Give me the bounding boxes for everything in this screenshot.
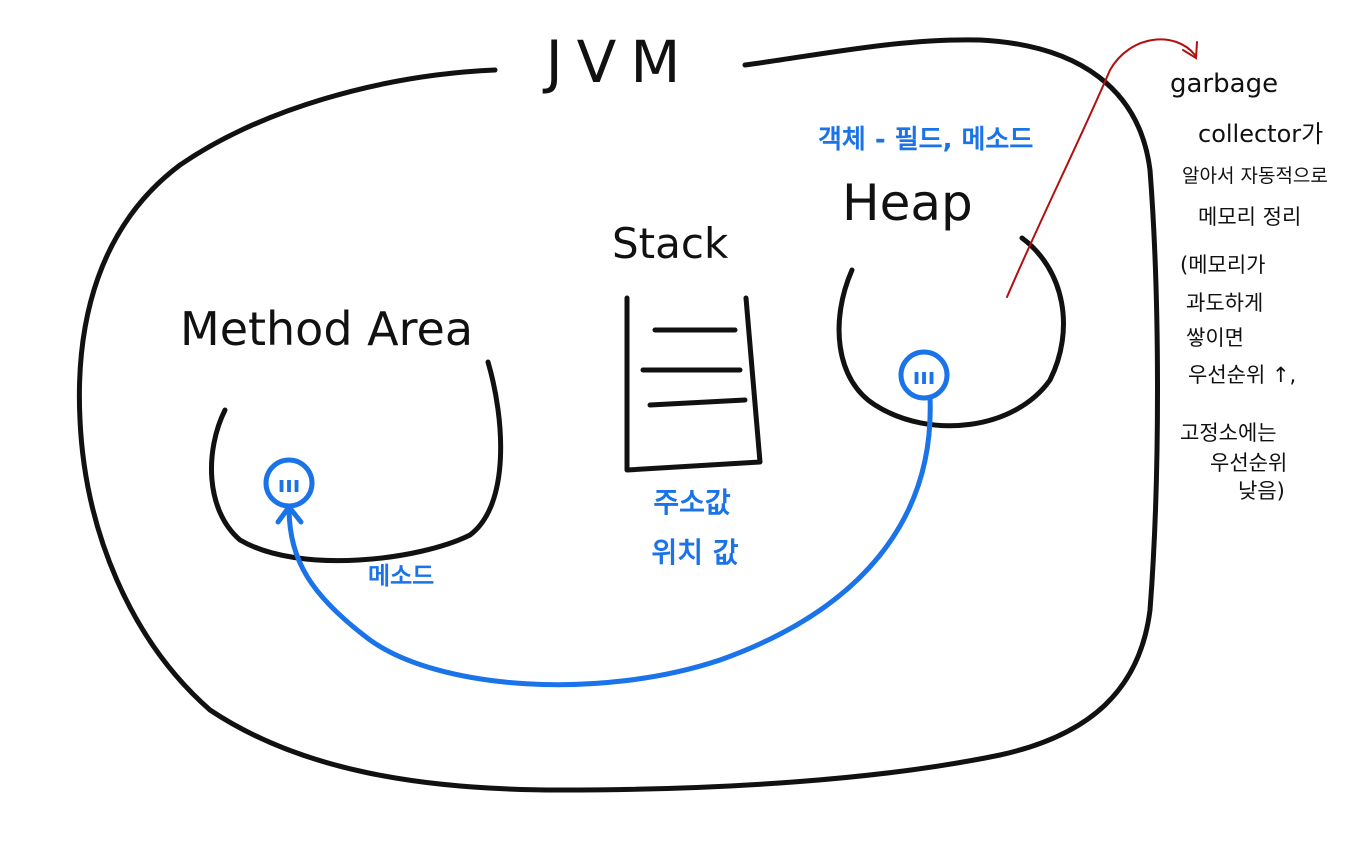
gc-note-line-10: 우선순위 bbox=[1210, 451, 1287, 475]
gc-note-line-2: collector가 bbox=[1198, 120, 1323, 148]
method-area-note: 메소드 bbox=[368, 562, 434, 590]
method-area-container bbox=[209, 359, 504, 564]
method-area-label: Method Area bbox=[180, 302, 473, 356]
stack-container bbox=[624, 295, 763, 473]
gc-note-line-6: 과도하게 bbox=[1186, 291, 1263, 315]
gc-arrow bbox=[1006, 38, 1196, 298]
stack-note-line1: 주소값 bbox=[653, 486, 731, 519]
heap-label: Heap bbox=[842, 174, 973, 232]
heap-note: 객체 - 필드, 메소드 bbox=[818, 125, 1033, 155]
gc-note-line-3: 알아서 자동적으로 bbox=[1182, 165, 1328, 187]
heap-object-glyph: ııı bbox=[913, 365, 936, 390]
gc-note-line-9: 고정소에는 bbox=[1180, 421, 1277, 445]
heap-to-method-reference-arrow bbox=[286, 394, 933, 688]
heap-object-icon bbox=[898, 349, 950, 401]
gc-note-line-8: 우선순위 ↑, bbox=[1188, 363, 1296, 387]
gc-arrowhead bbox=[1182, 41, 1198, 60]
jvm-title: JVM bbox=[543, 28, 695, 96]
gc-note-line-7: 쌓이면 bbox=[1186, 326, 1244, 350]
stack-note-line2: 위치 값 bbox=[651, 536, 738, 569]
stack-label: Stack bbox=[612, 219, 729, 268]
method-area-object-glyph: ııı bbox=[278, 473, 301, 498]
gc-note-line-11: 낮음) bbox=[1238, 479, 1285, 503]
reference-arrowhead bbox=[275, 504, 304, 525]
gc-note-line-5: (메모리가 bbox=[1180, 253, 1265, 277]
stack-frame-3 bbox=[647, 397, 748, 408]
jvm-boundary bbox=[76, 37, 1160, 793]
gc-note-line-1: garbage bbox=[1170, 69, 1278, 99]
gc-note-line-4: 메모리 정리 bbox=[1198, 205, 1301, 229]
heap-container bbox=[836, 235, 1066, 429]
